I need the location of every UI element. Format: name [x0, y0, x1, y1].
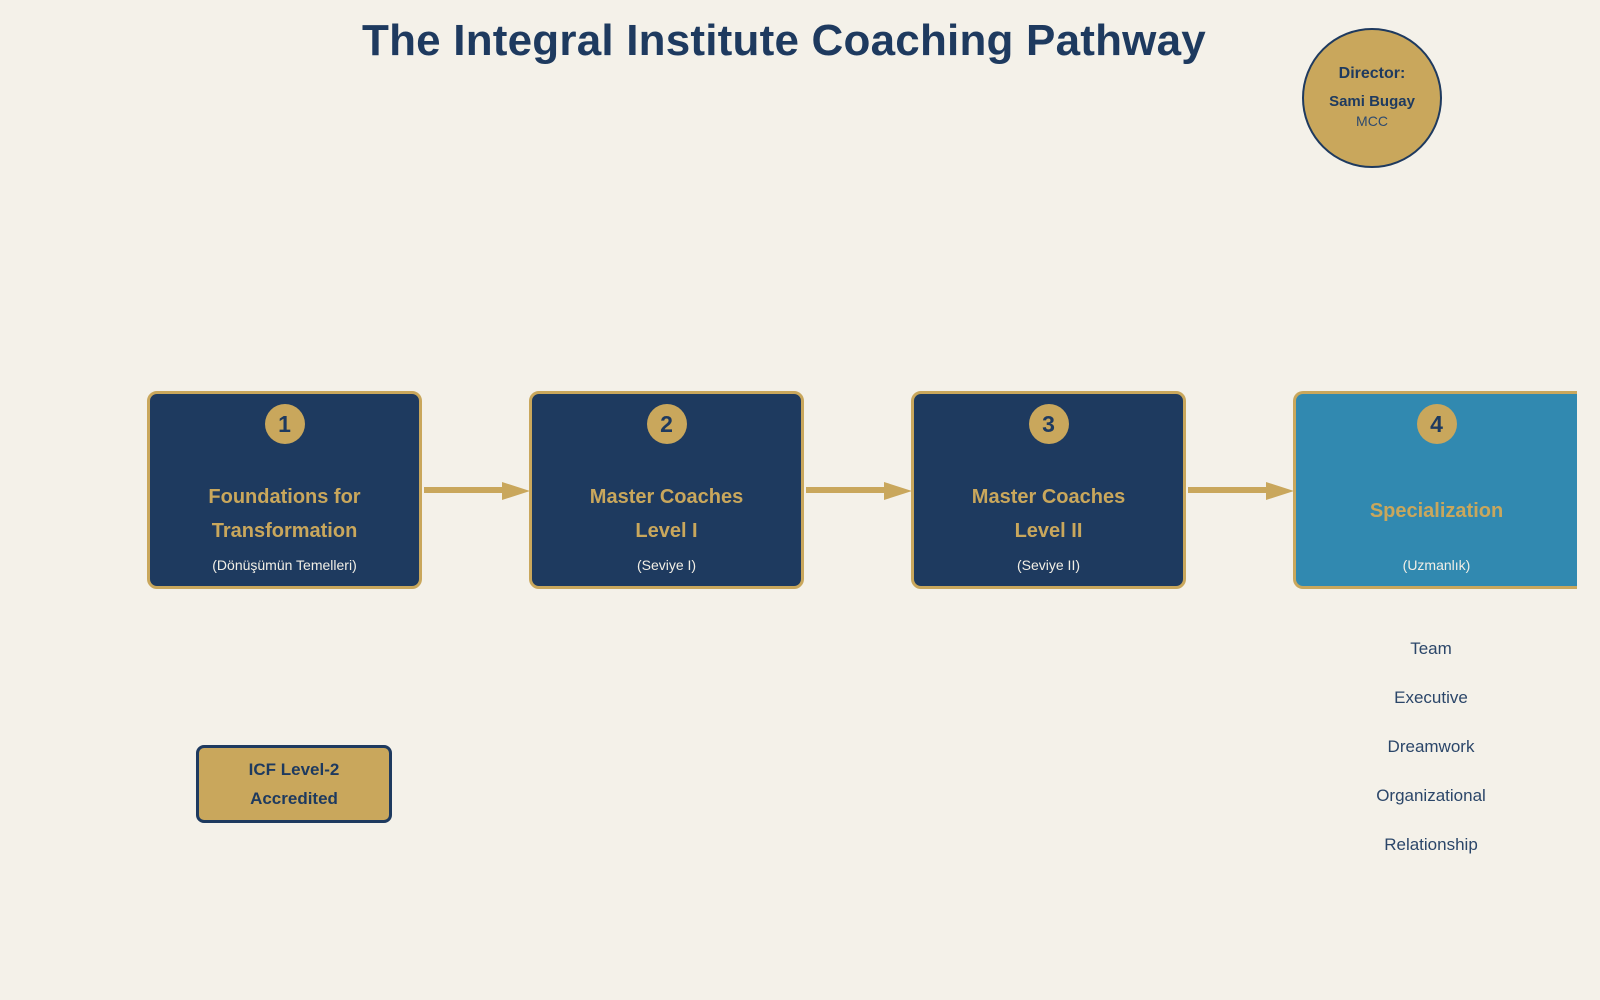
stage-subtitle-4: (Uzmanlık) [1402, 557, 1471, 573]
specialization-item-team: Team [1410, 639, 1452, 658]
stage-subtitle-1: (Dönüşümün Temelleri) [212, 557, 357, 573]
arrow-shaft [806, 487, 884, 493]
page-title: The Integral Institute Coaching Pathway [362, 16, 1206, 65]
stage-title-4: Specialization [1296, 494, 1577, 528]
stage-card-1[interactable]: 1 Foundations for Transformation (Dönüşü… [147, 391, 422, 589]
stage-number-badge-4: 4 [1416, 404, 1457, 444]
stage-number-badge-1: 1 [264, 404, 305, 444]
stage-card-2[interactable]: 2 Master Coaches Level I (Seviye I) [529, 391, 804, 589]
stage-title-line2: Level II [1014, 520, 1083, 543]
stage-title-line1: Master Coaches [589, 486, 744, 508]
director-badge: Director: Sami Bugay MCC [1302, 28, 1442, 168]
stage-number-badge-3: 3 [1028, 404, 1069, 444]
stage-title-line2: Level I [635, 520, 698, 543]
specialization-item-relationship: Relationship [1384, 835, 1478, 854]
specialization-item-dreamwork: Dreamwork [1387, 737, 1475, 756]
arrow-head-icon [502, 482, 530, 500]
arrow-shaft [424, 487, 502, 493]
arrow-connector-1-to-2 [424, 482, 530, 500]
specialization-item-organizational: Organizational [1376, 786, 1486, 805]
stage-subtitle-2: (Seviye I) [636, 557, 697, 573]
stage-title-3: Master Coaches Level II [914, 480, 1183, 549]
arrow-connector-2-to-3 [806, 482, 912, 500]
director-credential: MCC [1356, 112, 1388, 129]
arrow-connector-3-to-4 [1188, 482, 1294, 500]
stage-title-2: Master Coaches Level I [532, 480, 801, 549]
stage-subtitle-3: (Seviye II) [1016, 557, 1080, 573]
specialization-item-executive: Executive [1394, 688, 1468, 707]
director-name: Sami Bugay [1329, 92, 1415, 110]
stage-title-1: Foundations for Transformation [150, 480, 419, 549]
stage-card-3[interactable]: 3 Master Coaches Level II (Seviye II) [911, 391, 1186, 589]
director-role-label: Director: [1338, 64, 1406, 82]
stage-card-4[interactable]: 4 Specialization (Uzmanlık) [1293, 391, 1577, 589]
arrow-head-icon [1266, 482, 1294, 500]
accreditation-line2: Accredited [250, 789, 338, 808]
stage-number-badge-2: 2 [646, 404, 687, 444]
stage-title-line2: Transformation [211, 520, 358, 543]
stage-title-line1: Specialization [1369, 500, 1504, 522]
stage-title-line1: Foundations for [208, 486, 361, 508]
arrow-head-icon [884, 482, 912, 500]
specialization-list: Team Executive Dreamwork Organizational … [1281, 640, 1581, 853]
accreditation-badge: ICF Level-2 Accredited [196, 745, 392, 823]
stage-title-line1: Master Coaches [971, 486, 1126, 508]
arrow-shaft [1188, 487, 1266, 493]
accreditation-line1: ICF Level-2 [248, 759, 340, 779]
